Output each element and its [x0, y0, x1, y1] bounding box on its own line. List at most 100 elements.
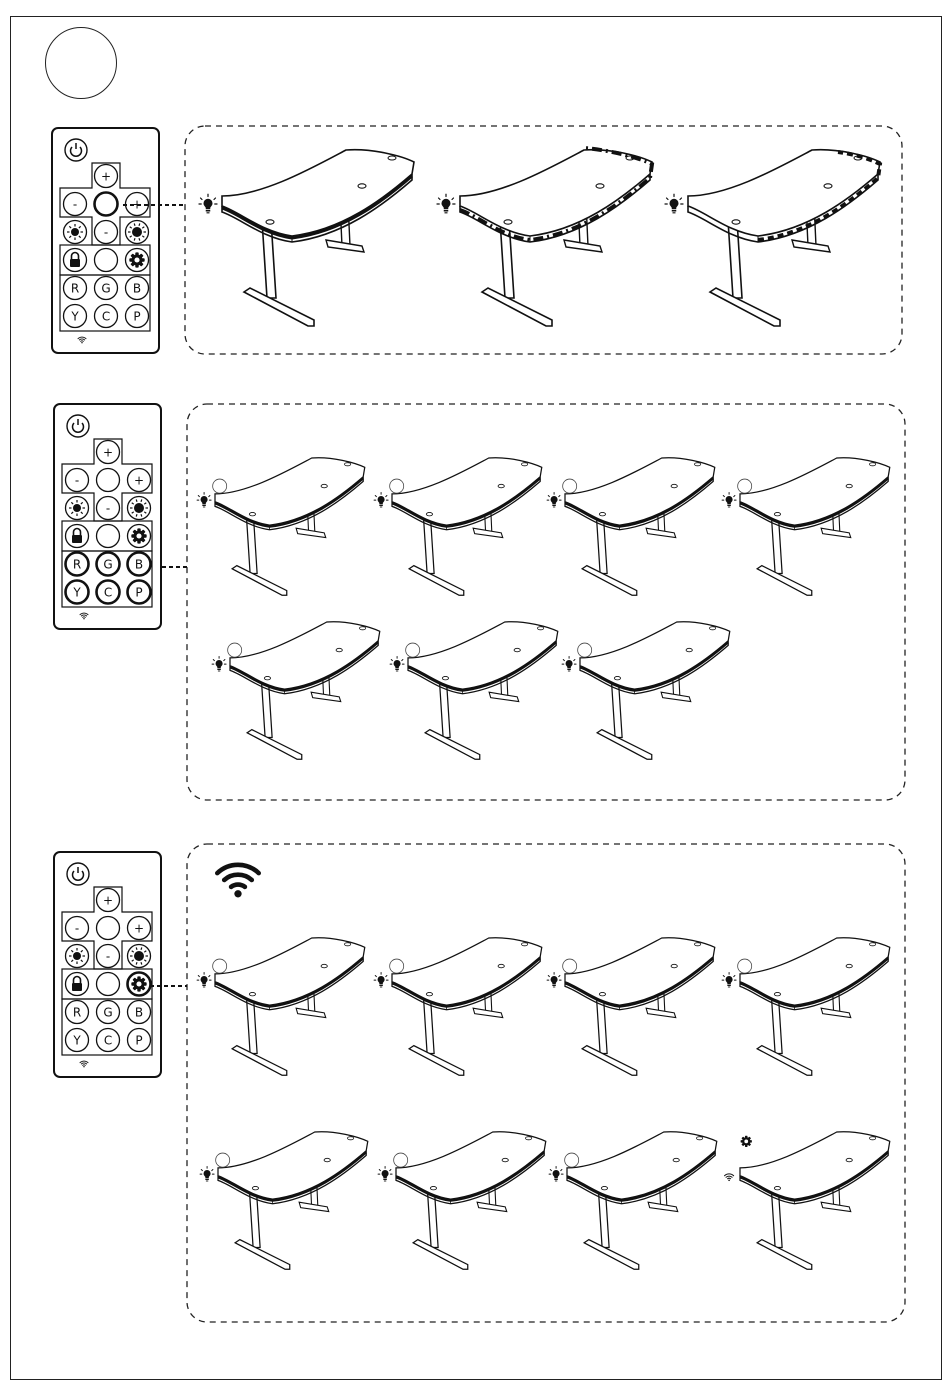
mode-badge-circle	[213, 959, 227, 973]
plus-button-top: +	[97, 441, 120, 464]
speed-button	[128, 497, 151, 520]
remote-control-3: + - + - R GB Y C P	[54, 852, 161, 1077]
lock-button	[66, 973, 89, 996]
svg-text:+: +	[103, 446, 113, 460]
bulb-icon	[722, 973, 736, 988]
svg-text:B: B	[135, 558, 143, 572]
purple-button: P	[128, 581, 151, 604]
desk-illustration-1-1	[199, 150, 414, 326]
mode-badge-circle	[565, 1153, 579, 1167]
mode-badge-circle	[406, 643, 420, 657]
minus-button-bottom: -	[97, 945, 120, 968]
desk-illustration-2-4	[722, 458, 890, 596]
svg-text:-: -	[106, 950, 110, 964]
bulb-icon	[374, 973, 388, 988]
svg-text:-: -	[75, 474, 79, 488]
mode-badge-circle	[738, 479, 752, 493]
desk-illustration-3-5	[200, 1132, 368, 1270]
purple-button: P	[126, 305, 149, 328]
svg-text:-: -	[106, 502, 110, 516]
desk-illustration-2-2	[374, 458, 542, 596]
center-button	[97, 917, 120, 940]
plus-button-right: +	[128, 917, 151, 940]
svg-text:P: P	[135, 1034, 142, 1048]
minus-button-left: -	[66, 917, 89, 940]
mode-badge-circle	[216, 1153, 230, 1167]
cyan-button: C	[97, 1029, 120, 1052]
illustration-panel-3	[187, 844, 905, 1322]
power-icon	[67, 415, 89, 437]
svg-text:+: +	[103, 894, 113, 908]
svg-text:Y: Y	[72, 1034, 81, 1048]
green-button: G	[97, 553, 120, 576]
bulb-icon	[547, 973, 561, 988]
mode-button	[95, 249, 118, 272]
mode-badge-circle	[390, 959, 404, 973]
mode-badge-circle	[578, 643, 592, 657]
brightness-button	[66, 945, 89, 968]
svg-text:-: -	[73, 198, 77, 212]
svg-text:P: P	[133, 310, 140, 324]
desk-illustration-3-4	[722, 938, 890, 1076]
gear-icon	[131, 528, 146, 543]
gear-icon	[131, 976, 146, 991]
svg-text:R: R	[71, 282, 79, 296]
bulb-icon	[199, 194, 217, 213]
green-button: G	[97, 1001, 120, 1024]
desk-illustration-3-2	[374, 938, 542, 1076]
svg-text:Y: Y	[70, 310, 79, 324]
svg-text:Y: Y	[72, 586, 81, 600]
speed-button	[126, 221, 149, 244]
bulb-icon	[437, 194, 455, 213]
mode-badge-circle	[738, 959, 752, 973]
desk-illustration-3-8	[725, 1132, 890, 1270]
red-button: R	[64, 277, 87, 300]
purple-button: P	[128, 1029, 151, 1052]
svg-text:-: -	[75, 922, 79, 936]
plus-button-right: +	[128, 469, 151, 492]
signal-icon	[725, 1174, 734, 1181]
desk-illustration-2-1	[197, 458, 365, 596]
svg-text:P: P	[135, 586, 142, 600]
center-button	[97, 469, 120, 492]
red-button: R	[66, 553, 89, 576]
mode-badge-circle	[563, 479, 577, 493]
desk-illustration-2-6	[390, 622, 558, 760]
svg-text:C: C	[104, 586, 112, 600]
bulb-icon	[212, 657, 226, 672]
blue-button: B	[128, 553, 151, 576]
svg-text:+: +	[134, 474, 144, 488]
desk-illustration-2-7	[562, 622, 730, 760]
svg-text:G: G	[101, 282, 110, 296]
bulb-icon	[197, 493, 211, 508]
yellow-button: Y	[66, 1029, 89, 1052]
minus-button-bottom: -	[97, 497, 120, 520]
red-button: R	[66, 1001, 89, 1024]
svg-text:R: R	[73, 1006, 81, 1020]
lock-button	[64, 249, 87, 272]
desk-illustration-3-1	[197, 938, 365, 1076]
svg-text:B: B	[133, 282, 141, 296]
mode-badge-circle	[213, 479, 227, 493]
svg-text:+: +	[134, 922, 144, 936]
bulb-icon	[378, 1167, 392, 1182]
desk-illustration-2-3	[547, 458, 715, 596]
desk-illustration-1-3	[665, 150, 880, 326]
plus-button-top: +	[95, 165, 118, 188]
speed-button	[128, 945, 151, 968]
desk-illustration-2-5	[212, 622, 380, 760]
desk-illustration-3-3	[547, 938, 715, 1076]
svg-text:C: C	[102, 310, 110, 324]
cyan-button: C	[97, 581, 120, 604]
desk-illustration-3-6	[378, 1132, 546, 1270]
illustration-panel-2	[187, 404, 905, 800]
blue-button: B	[128, 1001, 151, 1024]
svg-text:-: -	[104, 226, 108, 240]
svg-text:C: C	[104, 1034, 112, 1048]
center-button	[95, 193, 118, 216]
mode-badge-circle	[563, 959, 577, 973]
brightness-button	[66, 497, 89, 520]
desk-illustration-1-2	[437, 148, 652, 326]
